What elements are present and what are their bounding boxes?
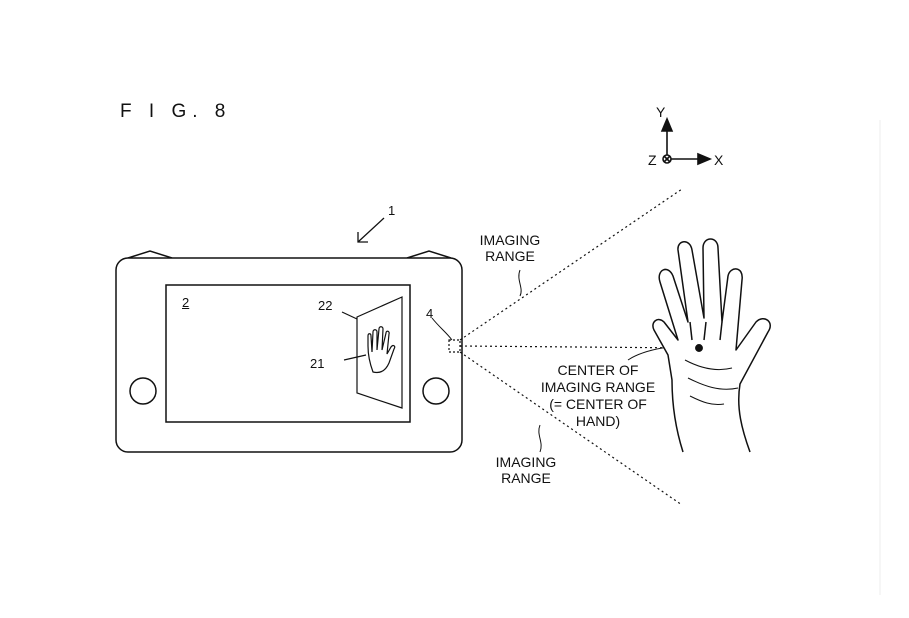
label-center-line3: (= CENTER OF <box>549 396 647 412</box>
screen-hand-icon <box>367 326 396 374</box>
ref-device: 1 <box>388 203 396 218</box>
right-button <box>422 377 450 405</box>
axis-indicator <box>660 116 713 166</box>
label-imaging-range-upper-line1: IMAGING <box>479 232 541 248</box>
left-button <box>129 377 157 405</box>
label-imaging-range-upper-line2: RANGE <box>485 248 535 264</box>
hand-center-point <box>695 344 703 352</box>
ref-hand-image: 21 <box>310 356 325 371</box>
label-imaging-range-lower-line1: IMAGING <box>495 454 557 470</box>
axis-label-z: Z <box>648 152 657 168</box>
axis-label-x: X <box>714 152 724 168</box>
device-ref-arrow <box>357 217 385 243</box>
virtual-plane-object <box>341 296 403 409</box>
label-center-line2: IMAGING RANGE <box>540 379 656 395</box>
label-center-line4: HAND) <box>575 413 621 429</box>
real-hand-illustration <box>652 238 771 453</box>
ref-plane-image: 22 <box>318 298 333 313</box>
ref-sensor: 4 <box>426 306 434 321</box>
label-center-line1: CENTER OF <box>557 362 639 378</box>
handheld-device <box>115 250 463 453</box>
ref-screen: 2 <box>182 295 190 310</box>
imaging-range-lines <box>459 188 697 506</box>
figure-title: F I G. 8 <box>120 101 232 122</box>
axis-label-y: Y <box>656 104 666 120</box>
label-imaging-range-lower-line2: RANGE <box>501 470 551 486</box>
